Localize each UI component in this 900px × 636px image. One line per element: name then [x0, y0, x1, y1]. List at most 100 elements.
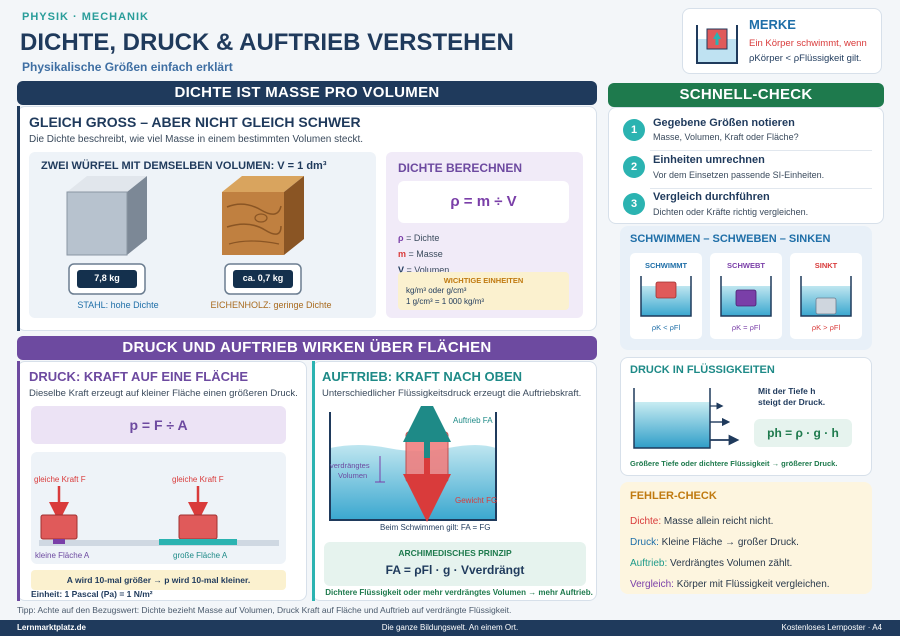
ssss-title: SCHWIMMEN – SCHWEBEN – SINKEN	[630, 233, 831, 245]
fluid-pressure-diagram	[633, 388, 740, 449]
legend-rho: ρ = Dichte	[398, 230, 449, 246]
fehler-card	[620, 482, 872, 594]
pressure-note-box	[31, 570, 286, 590]
fehler-text-druck: Kleine Fläche → großer Druck.	[658, 537, 799, 548]
fluid-title: DRUCK IN FLÜSSIGKEITEN	[630, 364, 775, 376]
ssss-rel-float: ρK < ρFl	[651, 323, 681, 332]
check-band: SCHNELL-CHECK	[608, 83, 884, 107]
ssss-rel-sink: ρK > ρFl	[811, 323, 841, 332]
fehler-item-auftrieb: Auftrieb: Verdrängtes Volumen zählt.	[630, 553, 830, 574]
fluid-depth-line2: steigt der Druck.	[758, 397, 826, 407]
floating-box-icon	[696, 25, 738, 64]
archimedes-formula: FA = ρFl · g · Vverdrängt	[385, 563, 525, 577]
legend-m-sym: m	[398, 249, 407, 259]
legend-m-text: = Masse	[406, 249, 443, 259]
merke-title: MERKE	[749, 17, 796, 32]
ssss-rel-hover: ρK = ρFl	[731, 323, 761, 332]
calc-title: DICHTE BERECHNEN	[398, 161, 523, 175]
merke-box: MERKE Ein Körper schwimmt, wenn ρKörper …	[682, 8, 882, 74]
force-label-left: gleiche Kraft F	[34, 475, 86, 484]
fehler-text-auftrieb: Verdrängtes Volumen zählt.	[667, 558, 793, 569]
fluid-depth-line1: Mit der Tiefe h	[758, 386, 816, 396]
footer-bar	[0, 620, 900, 636]
step-2-text: Vor dem Einsetzen passende SI-Einheiten.	[653, 170, 825, 180]
step-2-title: Einheiten umrechnen	[653, 154, 765, 166]
fehler-title: FEHLER-CHECK	[630, 490, 717, 502]
merke-line2: ρKörper < ρFlüssigkeit gilt.	[749, 53, 862, 64]
legend-v-sym: V	[398, 265, 405, 275]
step-3-title: Vergleich durchführen	[653, 191, 770, 203]
step-divider-1	[650, 150, 872, 151]
steel-cube	[66, 176, 147, 256]
merke-line1: Ein Körper schwimmt, wenn	[749, 38, 867, 49]
large-area-label: große Fläche A	[173, 551, 228, 560]
dichte-band: DICHTE IST MASSE PRO VOLUMEN	[17, 81, 597, 105]
pressure-formula: p = F ÷ A	[31, 406, 286, 444]
auftrieb-title: AUFTRIEB: KRAFT NACH OBEN	[322, 369, 523, 384]
legend-v-text: = Volumen	[404, 265, 450, 275]
displaced-label-1: verdrängtes	[330, 461, 370, 470]
legend-m: m = Masse	[398, 246, 449, 262]
step-1-title: Gegebene Größen notieren	[653, 117, 795, 129]
footer-left[interactable]: Lernmarktplatz.de	[17, 623, 86, 632]
step-3-text: Dichten oder Kräfte richtig vergleichen.	[653, 207, 809, 217]
step-3-number: 3	[623, 193, 645, 215]
footer-center: Die ganze Bildungswelt. An einem Ort.	[381, 623, 519, 632]
archimedes-box	[324, 542, 586, 586]
fehler-key-auftrieb: Auftrieb:	[630, 558, 668, 569]
archimedes-title: ARCHIMEDISCHES PRINZIP	[398, 548, 512, 558]
step-divider-2	[650, 188, 872, 189]
pressure-diagram	[39, 486, 279, 546]
ssss-label-hover: SCHWEBT	[727, 261, 765, 270]
druck-accent-bar	[17, 361, 20, 601]
archimedes-note: Dichtere Flüssigkeit oder mehr verdrängt…	[325, 588, 593, 597]
page-subtitle: Physikalische Größen einfach erklärt	[22, 60, 233, 74]
legend-rho-sym: ρ	[398, 233, 404, 243]
float-note: Beim Schwimmen gilt: FA = FG	[380, 523, 491, 532]
lift-label: Auftrieb FA	[453, 416, 493, 425]
druck-band: DRUCK UND AUFTRIEB WIRKEN ÜBER FLÄCHEN	[17, 336, 597, 360]
ssss-diagram	[640, 276, 852, 317]
buoyancy-diagram	[329, 406, 497, 522]
steel-label: STAHL: hohe Dichte	[77, 300, 159, 310]
druck-desc: Dieselbe Kraft erzeugt auf kleiner Fläch…	[29, 388, 298, 399]
dichte-desc: Die Dichte beschreibt, wie viel Masse in…	[29, 134, 364, 145]
oak-label: EICHENHOLZ: geringe Dichte	[210, 300, 332, 310]
fehler-text-dichte: Masse allein reicht nicht.	[661, 516, 774, 527]
weight-label: Gewicht FG	[455, 496, 498, 505]
legend-rho-text: = Dichte	[403, 233, 440, 243]
fehler-item-dichte: Dichte: Masse allein reicht nicht.	[630, 511, 830, 532]
calc-legend: ρ = Dichte m = Masse V = Volumen	[398, 230, 449, 278]
small-area-label: kleine Fläche A	[35, 551, 90, 560]
step-1-number: 1	[623, 119, 645, 141]
druck-title: DRUCK: KRAFT AUF EINE FLÄCHE	[29, 369, 249, 384]
oak-weight: ca. 0,7 kg	[242, 273, 284, 283]
units-title: WICHTIGE EINHEITEN	[443, 276, 524, 285]
ssss-label-float: SCHWIMMT	[644, 261, 688, 270]
fehler-item-vergleich: Vergleich: Körper mit Flüssigkeit vergle…	[630, 574, 830, 595]
units-line2: 1 g/cm³ = 1 000 kg/m³	[406, 297, 485, 306]
cubes-illustration	[66, 176, 304, 295]
step-2-number: 2	[623, 156, 645, 178]
fluid-pressure-formula: ph = ρ · g · h	[754, 419, 852, 447]
auftrieb-accent-bar	[312, 361, 315, 601]
fehler-item-druck: Druck: Kleine Fläche → großer Druck.	[630, 532, 830, 553]
fehler-list: Dichte: Masse allein reicht nicht. Druck…	[630, 511, 830, 595]
ssss-label-sink: SINKT	[814, 261, 838, 270]
check-card	[608, 107, 884, 224]
dichte-title: GLEICH GROSS – ABER NICHT GLEICH SCHWER	[29, 114, 361, 130]
step-1-text: Masse, Volumen, Kraft oder Fläche?	[653, 132, 799, 142]
page-title: DICHTE, DRUCK & AUFTRIEB VERSTEHEN	[20, 29, 514, 56]
units-box	[398, 272, 569, 310]
tip-text: Tipp: Achte auf den Bezugswert: Dichte b…	[17, 605, 512, 615]
fehler-key-vergleich: Vergleich:	[630, 579, 674, 590]
dichte-accent-bar	[17, 106, 20, 331]
legend-v: V = Volumen	[398, 262, 449, 278]
fluid-note: Größere Tiefe oder dichtere Flüssigkeit …	[630, 459, 838, 468]
footer-right: Kostenloses Lernposter · A4	[781, 623, 882, 632]
fehler-text-vergleich: Körper mit Flüssigkeit vergleichen.	[673, 579, 830, 590]
density-formula: ρ = m ÷ V	[398, 181, 569, 223]
pressure-note-line1: A wird 10-mal größer → p wird 10-mal kle…	[66, 575, 251, 585]
steel-weight: 7,8 kg	[94, 273, 120, 283]
fehler-key-dichte: Dichte:	[630, 516, 662, 527]
